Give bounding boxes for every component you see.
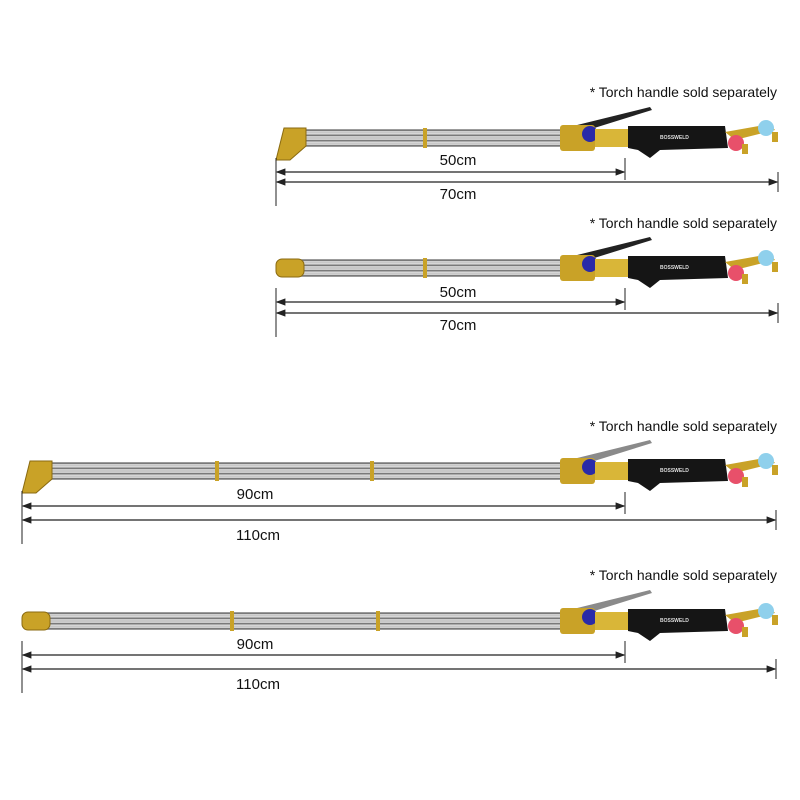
- oxygen-valve-icon: [758, 603, 774, 619]
- tube-band: [370, 461, 374, 481]
- oxygen-fitting: [772, 465, 778, 475]
- torch-1: BOSSWELD 50cm 70cm * Torch handle sold sepa…: [275, 84, 779, 206]
- torch-2: BOSSWELD 50cm 70cm * Torch handle sold sepa…: [275, 215, 779, 337]
- outer-length-label: 110cm: [236, 676, 280, 693]
- handle-sold-separately-note: * Torch handle sold separately: [590, 567, 777, 583]
- oxygen-knob: [582, 256, 598, 272]
- fuel-valve-icon: [728, 468, 744, 484]
- brand-logo: BOSSWELD: [660, 265, 689, 271]
- oxygen-fitting: [772, 615, 778, 625]
- torch-handle: [628, 256, 728, 288]
- oxygen-fitting: [772, 262, 778, 272]
- handle-sold-separately-note: * Torch handle sold separately: [590, 215, 777, 231]
- oxygen-valve-icon: [758, 453, 774, 469]
- fuel-fitting: [742, 274, 748, 284]
- outer-length-label: 110cm: [236, 527, 280, 544]
- angled-nozzle-head: [21, 460, 53, 494]
- tube-band: [423, 128, 427, 148]
- torch-handle: [628, 126, 728, 158]
- tube-band: [230, 611, 234, 631]
- oxygen-valve-icon: [758, 250, 774, 266]
- straight-nozzle-head: [275, 258, 305, 278]
- oxygen-valve-icon: [758, 120, 774, 136]
- tube-band: [423, 258, 427, 278]
- brass-connector: [595, 612, 630, 630]
- inner-length-label: 90cm: [237, 636, 274, 653]
- torch-handle: [628, 459, 728, 491]
- brass-connector: [595, 129, 630, 147]
- oxygen-knob: [582, 459, 598, 475]
- oxygen-knob: [582, 609, 598, 625]
- inner-length-label: 90cm: [237, 486, 274, 503]
- tube-band: [376, 611, 380, 631]
- straight-nozzle-head: [21, 611, 51, 631]
- torch-handle: [628, 609, 728, 641]
- oxygen-knob: [582, 126, 598, 142]
- oxygen-fitting: [772, 132, 778, 142]
- fuel-valve-icon: [728, 265, 744, 281]
- fuel-valve-icon: [728, 618, 744, 634]
- fuel-fitting: [742, 477, 748, 487]
- inner-length-label: 50cm: [440, 152, 477, 169]
- fuel-valve-icon: [728, 135, 744, 151]
- handle-sold-separately-note: * Torch handle sold separately: [590, 84, 777, 100]
- tube-band: [215, 461, 219, 481]
- brass-connector: [595, 259, 630, 277]
- torch-3: BOSSWELD 90cm 110cm * Torch handle sold sep…: [21, 418, 778, 544]
- inner-length-label: 50cm: [440, 284, 477, 301]
- brand-logo: BOSSWELD: [660, 135, 689, 141]
- angled-nozzle-head: [275, 127, 307, 161]
- brand-logo: BOSSWELD: [660, 468, 689, 474]
- brass-connector: [595, 462, 630, 480]
- torch-4: BOSSWELD 90cm 110cm * Torch handle sold sep…: [21, 567, 778, 693]
- outer-length-label: 70cm: [440, 186, 477, 203]
- fuel-fitting: [742, 627, 748, 637]
- fuel-fitting: [742, 144, 748, 154]
- handle-sold-separately-note: * Torch handle sold separately: [590, 418, 777, 434]
- brand-logo: BOSSWELD: [660, 618, 689, 624]
- outer-length-label: 70cm: [440, 317, 477, 334]
